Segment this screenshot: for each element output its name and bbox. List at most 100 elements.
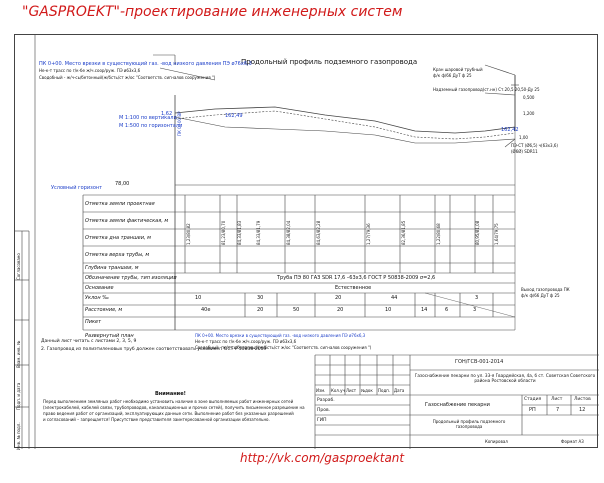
column-value-10: 80,95/81,08 — [475, 220, 480, 245]
scale-horizontal: М 1:500 по горизонтали — [119, 123, 183, 129]
drawing-lines — [15, 35, 599, 449]
datum-label: Условный горизонт — [51, 185, 103, 191]
distance-7: 6 — [445, 307, 449, 313]
title-block-sheet-label: Лист — [551, 397, 563, 402]
right-mark-3: 1,00 — [519, 135, 528, 140]
bottom-right-annotation-1: Выход газопровода ПК — [521, 287, 570, 292]
column-value-5: 84,38/82,04 — [286, 220, 291, 245]
pipe-spec: Труба ПЭ 80 ГАЗ SDR 17,6 –63х3,6 ГОСТ Р … — [277, 275, 436, 281]
title-block-section: Газоснабжение пекарни — [425, 402, 490, 408]
side-label-inventory: Инв. № подл. — [16, 422, 21, 450]
column-value-4: 84,33/81,79 — [256, 220, 261, 245]
right-annotation-1: Кран шаровой трубный — [433, 67, 483, 72]
title-block-sheet: 7 — [556, 407, 560, 413]
warning-line-1: Перед выполнением земляных работ необход… — [43, 399, 294, 404]
side-label-approved: Согласовано — [16, 253, 21, 280]
row-label-design-ground: Отметка земли проектная — [85, 201, 155, 207]
row-label-distance: Расстояние, м — [85, 307, 123, 313]
tb-col-sheet: Лист — [346, 388, 357, 393]
column-value-3: 84,33/81,83 — [237, 220, 242, 245]
brand-name: "GASPROEKT" — [22, 4, 120, 20]
slope-4: 44 — [391, 295, 398, 301]
bottom-annotation-3: Сводобный - ж/ч-сь/бетонный(ж/бсть/ст ж/… — [195, 345, 372, 350]
scale-vertical: М 1:100 по вертикали — [119, 115, 177, 121]
tb-col-sign: Подп. — [378, 388, 391, 393]
title-block-object: Газоснабжение пекарни по ул. 33-я Гварде… — [414, 373, 596, 383]
right-mark-1: 0,500 — [523, 95, 535, 100]
bottom-annotation-2: Не-к-т трасс по г/к-бе ж/ч.соор/руж. ПЭ … — [195, 339, 297, 344]
distance-4: 20 — [337, 307, 344, 313]
slope-1: 10 — [195, 295, 202, 301]
drawing-title: Продольный профиль подземного газопровод… — [241, 58, 418, 66]
warning-line-3: право ведения работ от организаций, эксп… — [43, 411, 294, 416]
tb-col-doc: №док — [361, 388, 373, 393]
datum-value: 78,00 — [115, 181, 130, 187]
right-annotation-4: ПЭ-СТ (Ø6,5) ч(63х3,6) — [511, 143, 558, 148]
right-annotation-5: (Ø6Ø) SDR11 — [511, 149, 538, 154]
column-value-8: 82,36/81,85 — [401, 220, 406, 245]
title-block-sheets: 12 — [579, 407, 586, 413]
column-value-2: 81,23/80,70 — [221, 220, 226, 245]
footer-link[interactable]: http://vk.com/gasproektant — [240, 451, 405, 465]
row-label-picket: Пикет — [85, 319, 102, 325]
title-block-format: Формат А3 — [561, 439, 584, 444]
distance-8: 3 — [473, 307, 477, 313]
column-value-11: 1,64/79,75 — [494, 223, 499, 245]
right-annotation-3: Надземный газопровод(ст.нн) Ст.20,5 20,5… — [433, 87, 540, 92]
column-value-1: 1,23/80,82 — [186, 223, 191, 245]
origin-mark: ПК 0+00 ВР — [177, 111, 182, 136]
tb-role-checker: Пров. — [317, 408, 331, 413]
row-label-trench-depth: Глубина траншеи, м — [85, 265, 139, 271]
page-header: "GASPROEKT"-проектирование инженерных си… — [22, 4, 402, 20]
distance-1: 40е — [201, 307, 211, 313]
tb-col-change: Изм. — [316, 388, 326, 393]
column-value-7: 1,27/79,36 — [366, 223, 371, 245]
row-label-base: Основание — [85, 285, 114, 291]
title-block-copied: Копировал — [485, 439, 508, 444]
title-block-sheet-name: Продольный профиль подземного газопровод… — [432, 419, 506, 429]
tb-role-chief: ГИП — [317, 418, 327, 423]
right-mark-2: 1,200 — [523, 111, 535, 116]
warning-line-2: (электрокабелей, кабелей связи, трубопро… — [43, 405, 305, 410]
top-annotation-3: Сводобный - ж/ч-сь/бетонный(ж/бсть/ст ж/… — [39, 75, 216, 80]
distance-5: 10 — [385, 307, 392, 313]
slope-5: 3 — [475, 295, 479, 301]
tb-col-qty: Кол.уч — [331, 388, 345, 393]
title-block-stage: РП — [529, 407, 536, 413]
distance-3: 50 — [293, 307, 300, 313]
row-label-actual-ground: Отметка земли фактическая, м — [85, 218, 169, 224]
row-label-trench-bottom: Отметка дна траншеи, м — [85, 235, 151, 241]
top-annotation-2: Не-к-т трасс по г/к-бе ж/ч.соор/руж. ПЭ … — [39, 68, 141, 73]
tb-role-author: Разраб. — [317, 398, 335, 403]
note-1: Данный лист читать с листами 2, 3, 5, 9 — [41, 339, 137, 344]
slope-3: 20 — [335, 295, 342, 301]
bottom-annotation-1: ПК 0+00. Место врезки в существующий газ… — [195, 333, 366, 338]
row-label-plan: Развернутый план — [85, 333, 134, 339]
drawing-sheet: Продольный профиль подземного газопровод… — [14, 34, 599, 450]
title-block-code: ГОН/ГСВ-001-2014 — [455, 359, 504, 365]
top-annotation-1: ПК 0+00. Место врезки в существующий газ… — [39, 61, 252, 67]
note-2: 2. Газопровод из полиэтиленовых труб дол… — [41, 347, 267, 352]
warning-title: Внимание! — [155, 391, 186, 397]
tb-col-date: Дата — [394, 388, 405, 393]
level-mark-2: 162,42 — [501, 127, 519, 133]
left-mark-1: 1,62 — [161, 111, 173, 117]
row-label-slope: Уклон ‰ — [85, 295, 109, 301]
bottom-right-annotation-2: ф/к ф/66 ДуТ ф 25 — [521, 293, 560, 298]
distance-6: 14 — [421, 307, 428, 313]
level-mark-1: 162,49 — [225, 113, 243, 119]
distance-2: 20 — [257, 307, 264, 313]
row-label-pipe-top: Отметка верха трубы, м — [85, 252, 150, 258]
side-label-signature: Подп. и дата — [16, 382, 21, 410]
brand-tagline: -проектирование инженерных систем — [119, 4, 403, 20]
title-block-sheets-label: Листов — [574, 397, 591, 402]
slope-2: 30 — [257, 295, 264, 301]
column-value-9: 1,22/80,68 — [436, 223, 441, 245]
side-label-replaced: Взам. инв. № — [16, 340, 21, 368]
column-value-6: 84,63/82,28 — [316, 220, 321, 245]
warning-line-4: и согласований – запрещается! Присутстви… — [43, 417, 270, 422]
right-annotation-2: ф/к ф/66 ДуТ ф 25 — [433, 73, 472, 78]
row-label-pipe-type: Обозначение трубы, тип изоляции — [85, 275, 177, 281]
title-block-stage-label: Стадия — [524, 397, 542, 402]
base-value: Естественное — [335, 285, 372, 291]
